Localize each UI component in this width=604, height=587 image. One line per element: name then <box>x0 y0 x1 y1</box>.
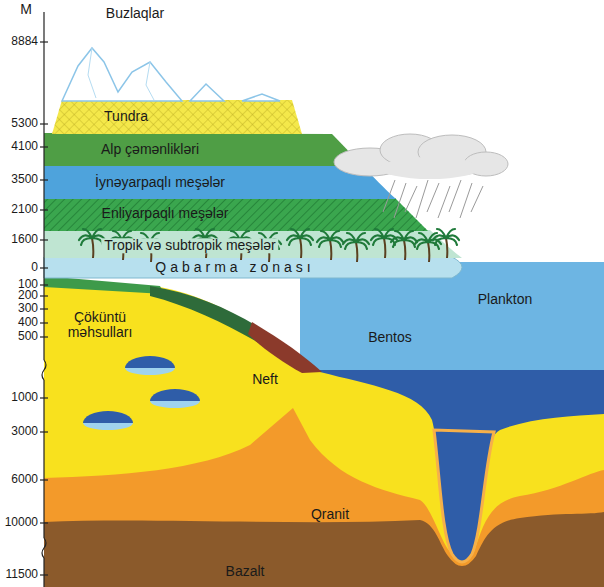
axis-value: 1000 <box>11 391 38 404</box>
tick-mark <box>40 336 48 337</box>
zone-label: Bazalt <box>226 564 265 579</box>
depth-axis <box>42 12 46 587</box>
ocean-trench <box>434 430 494 562</box>
zone-label: M <box>20 2 32 17</box>
palm-tree <box>287 229 313 258</box>
rain-line <box>383 180 395 212</box>
tick-mark <box>40 522 48 523</box>
tick-mark <box>40 179 48 180</box>
tick-mark <box>40 146 48 147</box>
tick-mark <box>40 431 48 432</box>
axis-value: 5300 <box>11 117 38 130</box>
zone-label: Bentos <box>368 330 412 345</box>
slope-strip <box>248 322 322 373</box>
oil-lenses <box>83 356 200 430</box>
rain-line <box>416 180 428 218</box>
rain-line <box>460 183 472 218</box>
palm-tree <box>317 231 343 260</box>
zone-label: Neft <box>252 372 278 387</box>
broadleaf-hatch <box>44 198 428 231</box>
palm-tree <box>391 231 417 260</box>
tundra-band <box>52 100 302 134</box>
rain-line <box>471 186 483 212</box>
axis-value: 3000 <box>11 425 38 438</box>
zone-label: Tundra <box>104 109 148 124</box>
tick-mark <box>40 397 48 398</box>
tick-mark <box>40 239 48 240</box>
axis-value: 400 <box>18 316 38 329</box>
rain-cloud <box>334 134 508 179</box>
zone-label: Buzlaqlar <box>106 6 164 21</box>
axis-value: 8884 <box>11 35 38 48</box>
rain-line <box>449 180 461 212</box>
axis-value: 10000 <box>5 516 38 529</box>
palm-tree <box>433 229 459 258</box>
axis-ticks <box>40 42 48 575</box>
axis-value: 3500 <box>11 173 38 186</box>
sediment-layer <box>44 278 604 587</box>
zone-label: Alp çəmənlikləri <box>101 142 199 157</box>
rain-line <box>438 186 450 218</box>
zone-label: Plankton <box>478 292 532 307</box>
palm-trees <box>79 229 459 262</box>
granite-layer <box>44 408 604 587</box>
palm-tree <box>415 233 441 262</box>
glacier-peaks <box>62 48 280 101</box>
zone-label: Tropik və subtropik meşələr <box>101 238 278 253</box>
axis-value: 1600 <box>11 233 38 246</box>
zone-label: Qabarma zonası <box>155 260 315 275</box>
zone-label: Çöküntü məhsulları <box>55 310 145 341</box>
tick-mark <box>40 123 48 124</box>
tick-mark <box>40 267 48 268</box>
tick-mark <box>40 308 48 309</box>
tick-mark <box>40 479 48 480</box>
tick-mark <box>40 322 48 323</box>
axis-value: 6000 <box>11 473 38 486</box>
axis-value: 0 <box>31 261 38 274</box>
zone-label: Qranit <box>311 507 349 522</box>
tick-mark <box>40 295 48 296</box>
broadleaf-band <box>44 198 428 231</box>
palm-tree <box>343 233 369 262</box>
tundra-hatch <box>52 100 302 134</box>
axis-value: 300 <box>18 302 38 315</box>
axis-value: 500 <box>18 330 38 343</box>
axis-value: 4100 <box>11 140 38 153</box>
axis-value: 200 <box>18 289 38 302</box>
zone-label: İynəyarpaqlı meşələr <box>95 175 225 190</box>
tidal-zone <box>44 257 462 278</box>
tropical-band <box>44 230 462 258</box>
rain-line <box>427 183 439 212</box>
tick-mark <box>40 574 48 575</box>
rain-lines <box>383 180 483 218</box>
basalt-layer <box>44 512 604 587</box>
coastal-strip <box>44 276 164 294</box>
tick-mark <box>40 284 48 285</box>
rain-line <box>394 183 406 218</box>
tick-mark <box>40 209 48 210</box>
rain-line <box>405 186 417 212</box>
axis-value: 2100 <box>11 203 38 216</box>
axis-value: 11500 <box>6 568 38 581</box>
zone-label: Enliyarpaqlı meşələr <box>102 206 229 221</box>
alpine-band <box>44 133 363 166</box>
tick-mark <box>40 41 48 42</box>
